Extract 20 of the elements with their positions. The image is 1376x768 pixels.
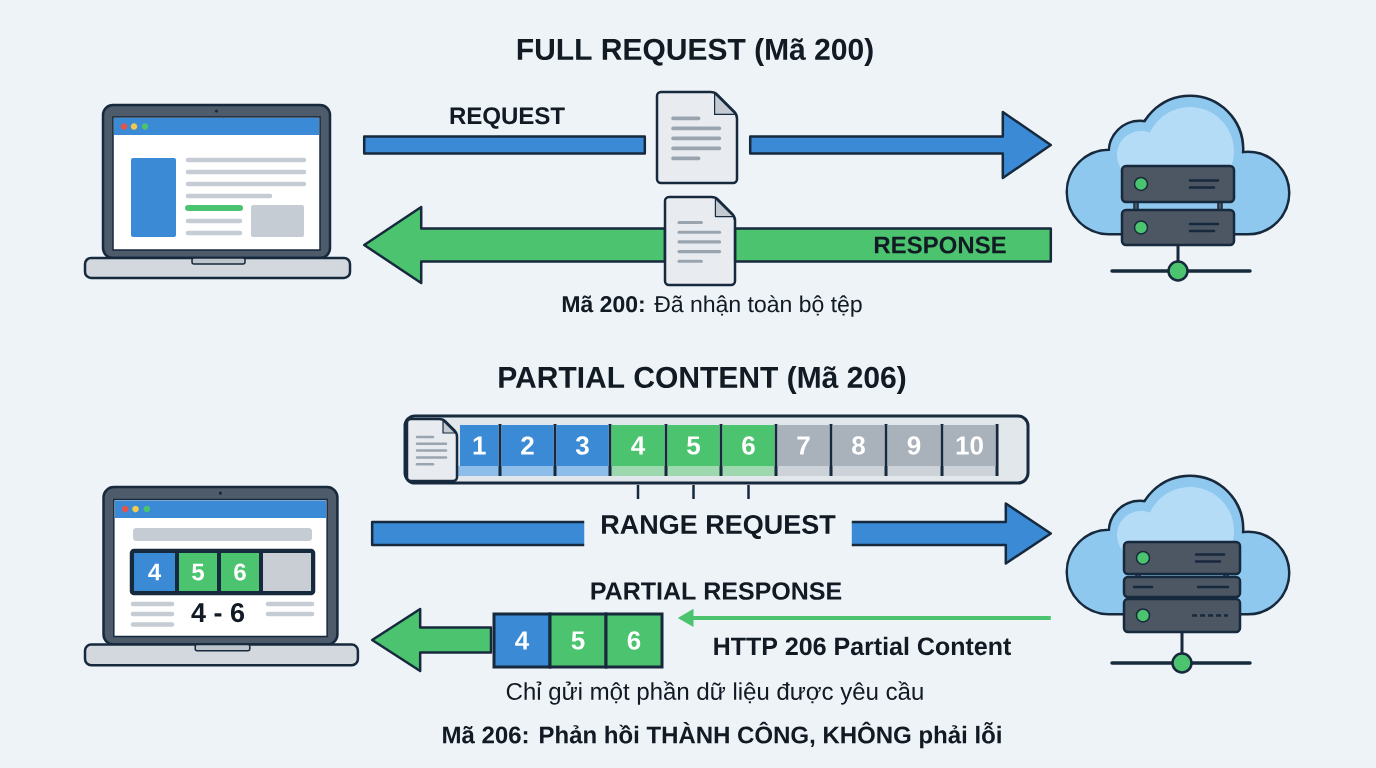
- cloud-server: [1065, 94, 1291, 282]
- edge-label: REQUEST: [447, 105, 567, 131]
- edge-label: PARTIAL RESPONSE: [587, 580, 845, 602]
- caption-text: Chỉ gửi một phần dữ liệu được yêu cầu: [506, 681, 923, 705]
- document-icon: [655, 90, 739, 185]
- caption-text: Mã 206: Phản hồi THÀNH CÔNG, KHÔNG phải lỗi: [443, 721, 1001, 749]
- data-block: 4: [492, 612, 552, 669]
- section-heading: PARTIAL CONTENT (Mã 206): [499, 366, 906, 394]
- arrow: [362, 205, 667, 285]
- data-block: 6: [604, 612, 664, 669]
- edge-label: RESPONSE: [870, 234, 1010, 256]
- arrow-shaft: [362, 135, 647, 155]
- cloud-server: [1065, 474, 1291, 674]
- document-icon: [663, 195, 737, 287]
- arrow: [370, 607, 493, 673]
- status-text: HTTP 206 Partial Content: [714, 636, 1011, 656]
- laptop: [83, 103, 352, 280]
- data-block: 5: [548, 612, 608, 669]
- arrow: [748, 110, 1053, 180]
- edge-label: RANGE REQUEST: [584, 502, 852, 552]
